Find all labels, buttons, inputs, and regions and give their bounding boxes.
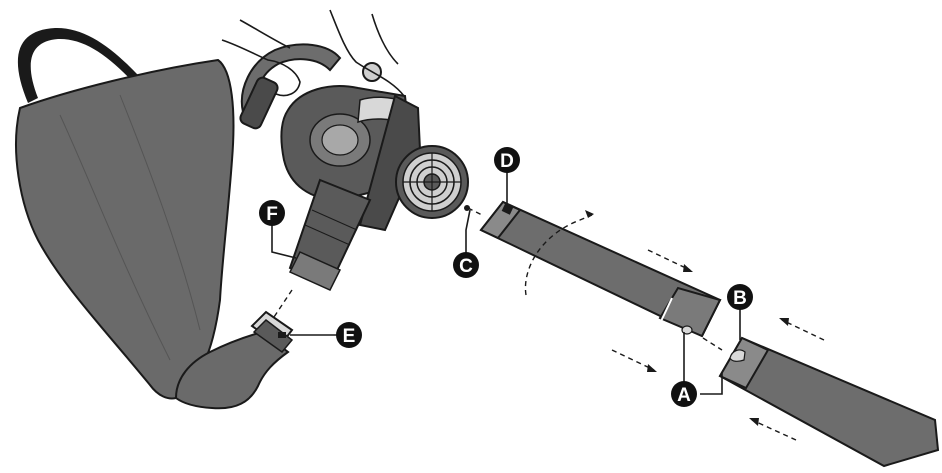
callout-E: E [336,322,362,348]
label-A-text: A [677,385,691,406]
trigger-grip [239,76,279,130]
callout-D: D [494,147,520,173]
collection-bag [15,27,294,410]
bag-shoulder-strap [17,27,150,103]
rear-handle [240,43,342,113]
label-D-text: D [500,151,514,172]
label-B-text: B [733,288,747,309]
arrow-heads [585,210,789,426]
callout-A: A [671,381,697,407]
label-E-text: E [343,326,356,347]
fan-housing-frame [358,94,422,232]
callout-F: F [259,200,285,226]
callout-C: C [453,252,479,278]
assembly-guides [271,207,825,441]
bag-elbow-tube [174,330,290,410]
lower-nozzle-tube [718,336,940,468]
fan-cover [395,145,470,219]
hands-illustration [221,9,405,97]
bag-body [15,58,235,400]
label-C-text: C [459,256,473,277]
callout-B: B [727,284,753,310]
blower-body [239,43,422,291]
upper-blower-tube [479,200,722,338]
label-F-text: F [266,204,278,225]
